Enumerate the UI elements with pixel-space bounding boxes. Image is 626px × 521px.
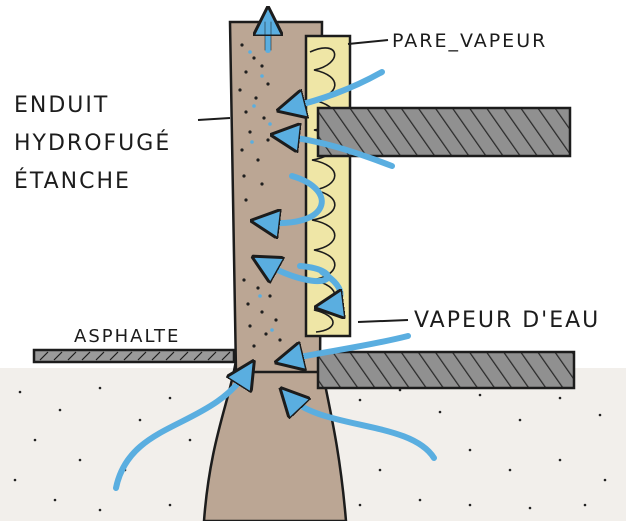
vapor-arrow-ground-right [288, 396, 437, 461]
label-vapeur-eau: VAPEUR D'EAU [414, 308, 601, 333]
vapor-arrow-upper-right [288, 69, 385, 108]
vapor-arrow-curl-1 [262, 173, 325, 223]
label-enduit-line2: HYDROFUGÉ [14, 131, 172, 156]
vapor-arrow-ground-left [113, 370, 248, 491]
vapor-arrow-lower [286, 333, 411, 360]
asphalt-layer [32, 348, 236, 364]
render-speckles [238, 43, 282, 348]
asphalt-hatch [39, 351, 231, 361]
label-pare-vapeur: PARE_VAPEUR [392, 30, 548, 52]
ground-speckles [13, 386, 607, 514]
label-enduit-line1: ENDUIT [14, 93, 110, 118]
lower-floor-beam [316, 350, 576, 390]
leader-vapeur [357, 319, 409, 323]
label-enduit-line3: ÉTANCHE [14, 169, 131, 194]
vapor-arrow-curl-2 [262, 262, 331, 285]
vapor-arrow-upper-beam [282, 136, 395, 169]
upper-floor-beam [316, 106, 572, 158]
vapor-arrow-curl-3 [322, 269, 341, 306]
vapor-arrows-outline [264, 21, 272, 51]
leader-pare-vapeur [347, 39, 389, 45]
label-asphalte: ASPHALTE [74, 326, 181, 347]
vapor-arrows [113, 18, 437, 491]
leader-enduit [197, 117, 231, 121]
moisture-droplets [248, 50, 274, 332]
